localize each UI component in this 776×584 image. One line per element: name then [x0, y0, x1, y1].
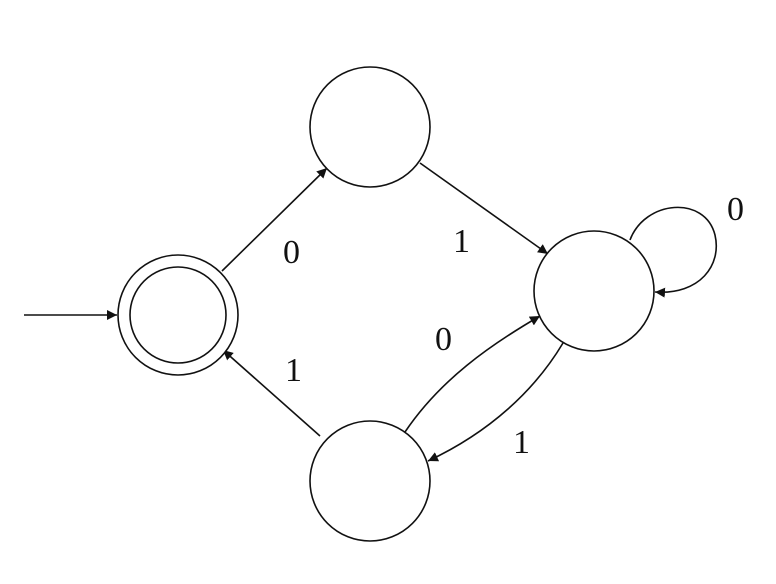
label-q0-to-q1: 0	[283, 234, 300, 271]
edge-q3-to-q0	[222, 349, 321, 437]
edge-q0-to-q1	[221, 167, 328, 272]
state-q0-inner-ring	[129, 266, 227, 364]
label-q2-self-loop: 0	[727, 191, 744, 228]
label-q3-to-q0: 1	[285, 352, 302, 389]
edge-q3-to-q2	[404, 315, 541, 433]
edge-q1-to-q2	[419, 162, 549, 255]
edge-q2-to-q3	[427, 342, 564, 462]
state-q1	[309, 66, 431, 188]
label-q3-to-q2: 0	[435, 321, 452, 358]
label-q1-to-q2: 1	[453, 223, 470, 260]
edge-q2-self-loop	[629, 206, 717, 298]
state-q3	[309, 420, 431, 542]
state-q2	[533, 230, 655, 352]
label-q2-to-q3: 1	[513, 424, 530, 461]
